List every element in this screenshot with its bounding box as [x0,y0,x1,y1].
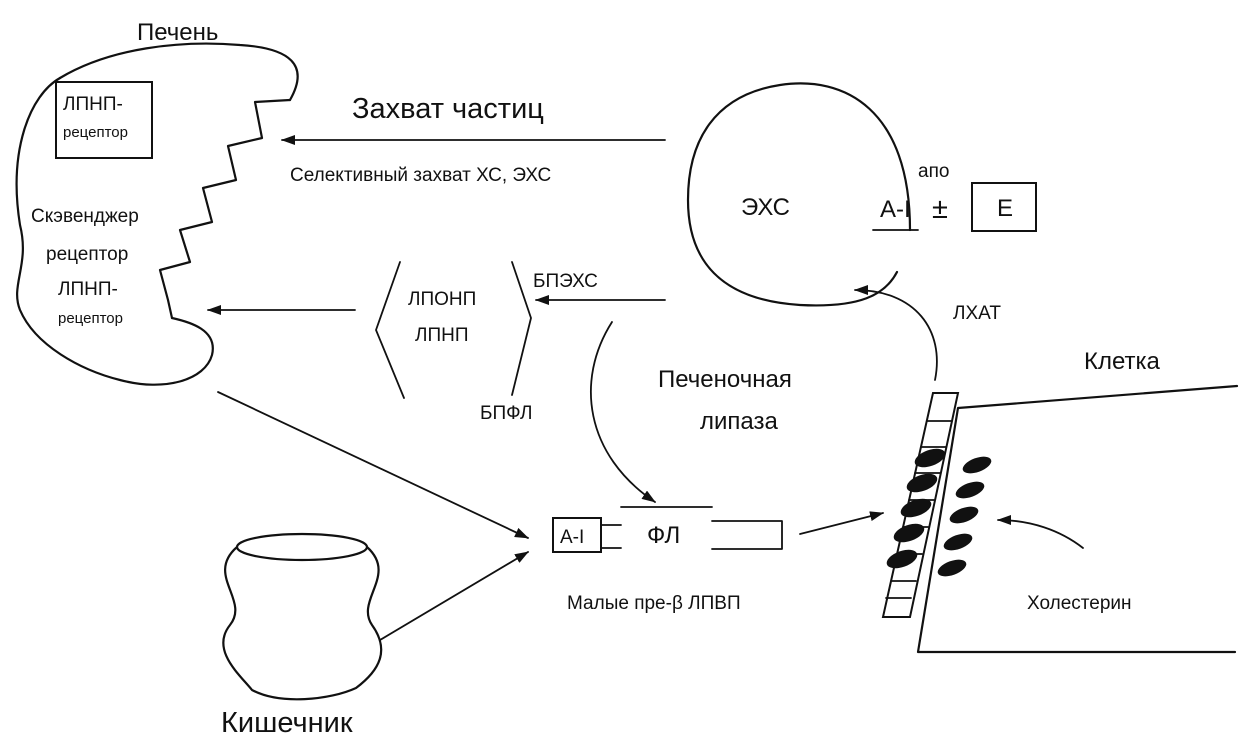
pltp-label: БПФЛ [480,403,532,424]
apo-label: апо [918,161,949,182]
hdl-particle-outline [686,82,912,307]
cell [881,384,1239,654]
liver-outline-left [15,76,214,386]
particle-uptake-label: Захват частиц [352,93,544,125]
vldl-ldl-right-bracket [511,261,532,396]
intestine-label: Кишечник [221,707,353,739]
liver-sawtooth-edge [158,98,292,320]
lcat-label: ЛХАТ [953,303,1001,324]
lcat-arrow [854,285,938,381]
small-ai-label: A-I [560,527,584,548]
apo-ai-label: A-I [880,196,911,223]
vldl-ldl-left-bracket [375,261,405,399]
vldl-label: ЛПОНП [408,289,476,310]
liver-outline-top [58,42,299,102]
cholesterol-blob [943,533,973,551]
cell-label: Клетка [1084,348,1161,375]
cholesterol-arrow [997,515,1084,549]
cetp-label: БПЭХС [533,271,598,292]
scavenger-line2: рецептор [46,244,128,265]
ldl-receptor-box: ЛПНП- рецептор [55,81,153,159]
ldl-receptor-mid-line1: ЛПНП- [58,279,118,300]
small-pre-beta-hdl: A-I ФЛ [552,506,783,553]
intestine-body [222,545,383,701]
cholesterol-blob [949,506,979,524]
hepatic-lipase-line2: липаза [700,408,778,435]
apo-e-label: E [997,195,1013,222]
plus-minus-sign: ± [932,193,948,225]
cholesterol-blob [906,473,938,493]
cholesterol-blob [886,549,918,569]
liver-label: Печень [137,19,218,46]
selective-uptake-label: Селективный захват ХС, ЭХС [290,165,551,186]
cell-outline [916,384,1239,654]
apo-e-box: E [971,182,1037,232]
pre-beta-to-cell-arrow [799,511,884,535]
ldl-receptor-mid-line2: рецептор [58,310,123,327]
hepatic-lipase-line1: Печеночная [658,366,792,393]
liver-to-pre-beta-arrow [217,391,529,539]
cholesterol-label: Холестерин [1027,593,1132,614]
cholesterol-blob [937,559,967,577]
cholesterol-blob [900,498,932,518]
intestine-top [235,532,369,562]
cholesterol-blob [893,523,925,543]
intestine [222,532,383,701]
hepatic-lipase-arrow [589,321,656,503]
intestine-to-pre-beta-arrow [379,551,529,641]
cholesterol-blob [962,456,992,474]
cholesteryl-esters-label: ЭХС [741,194,790,221]
scavenger-line1: Скэвенджер [31,206,139,227]
ldl-receptor-top-line1: ЛПНП- [63,94,123,115]
cholesterol-blob [914,448,946,468]
phospholipid-label: ФЛ [647,522,680,549]
ldl-receptor-top-line2: рецептор [63,124,128,141]
small-pre-beta-hdl-label: Малые пре-β ЛПВП [567,593,741,614]
cholesterol-blob [955,481,985,499]
ldl-label: ЛПНП [415,325,469,346]
liver [15,42,299,386]
